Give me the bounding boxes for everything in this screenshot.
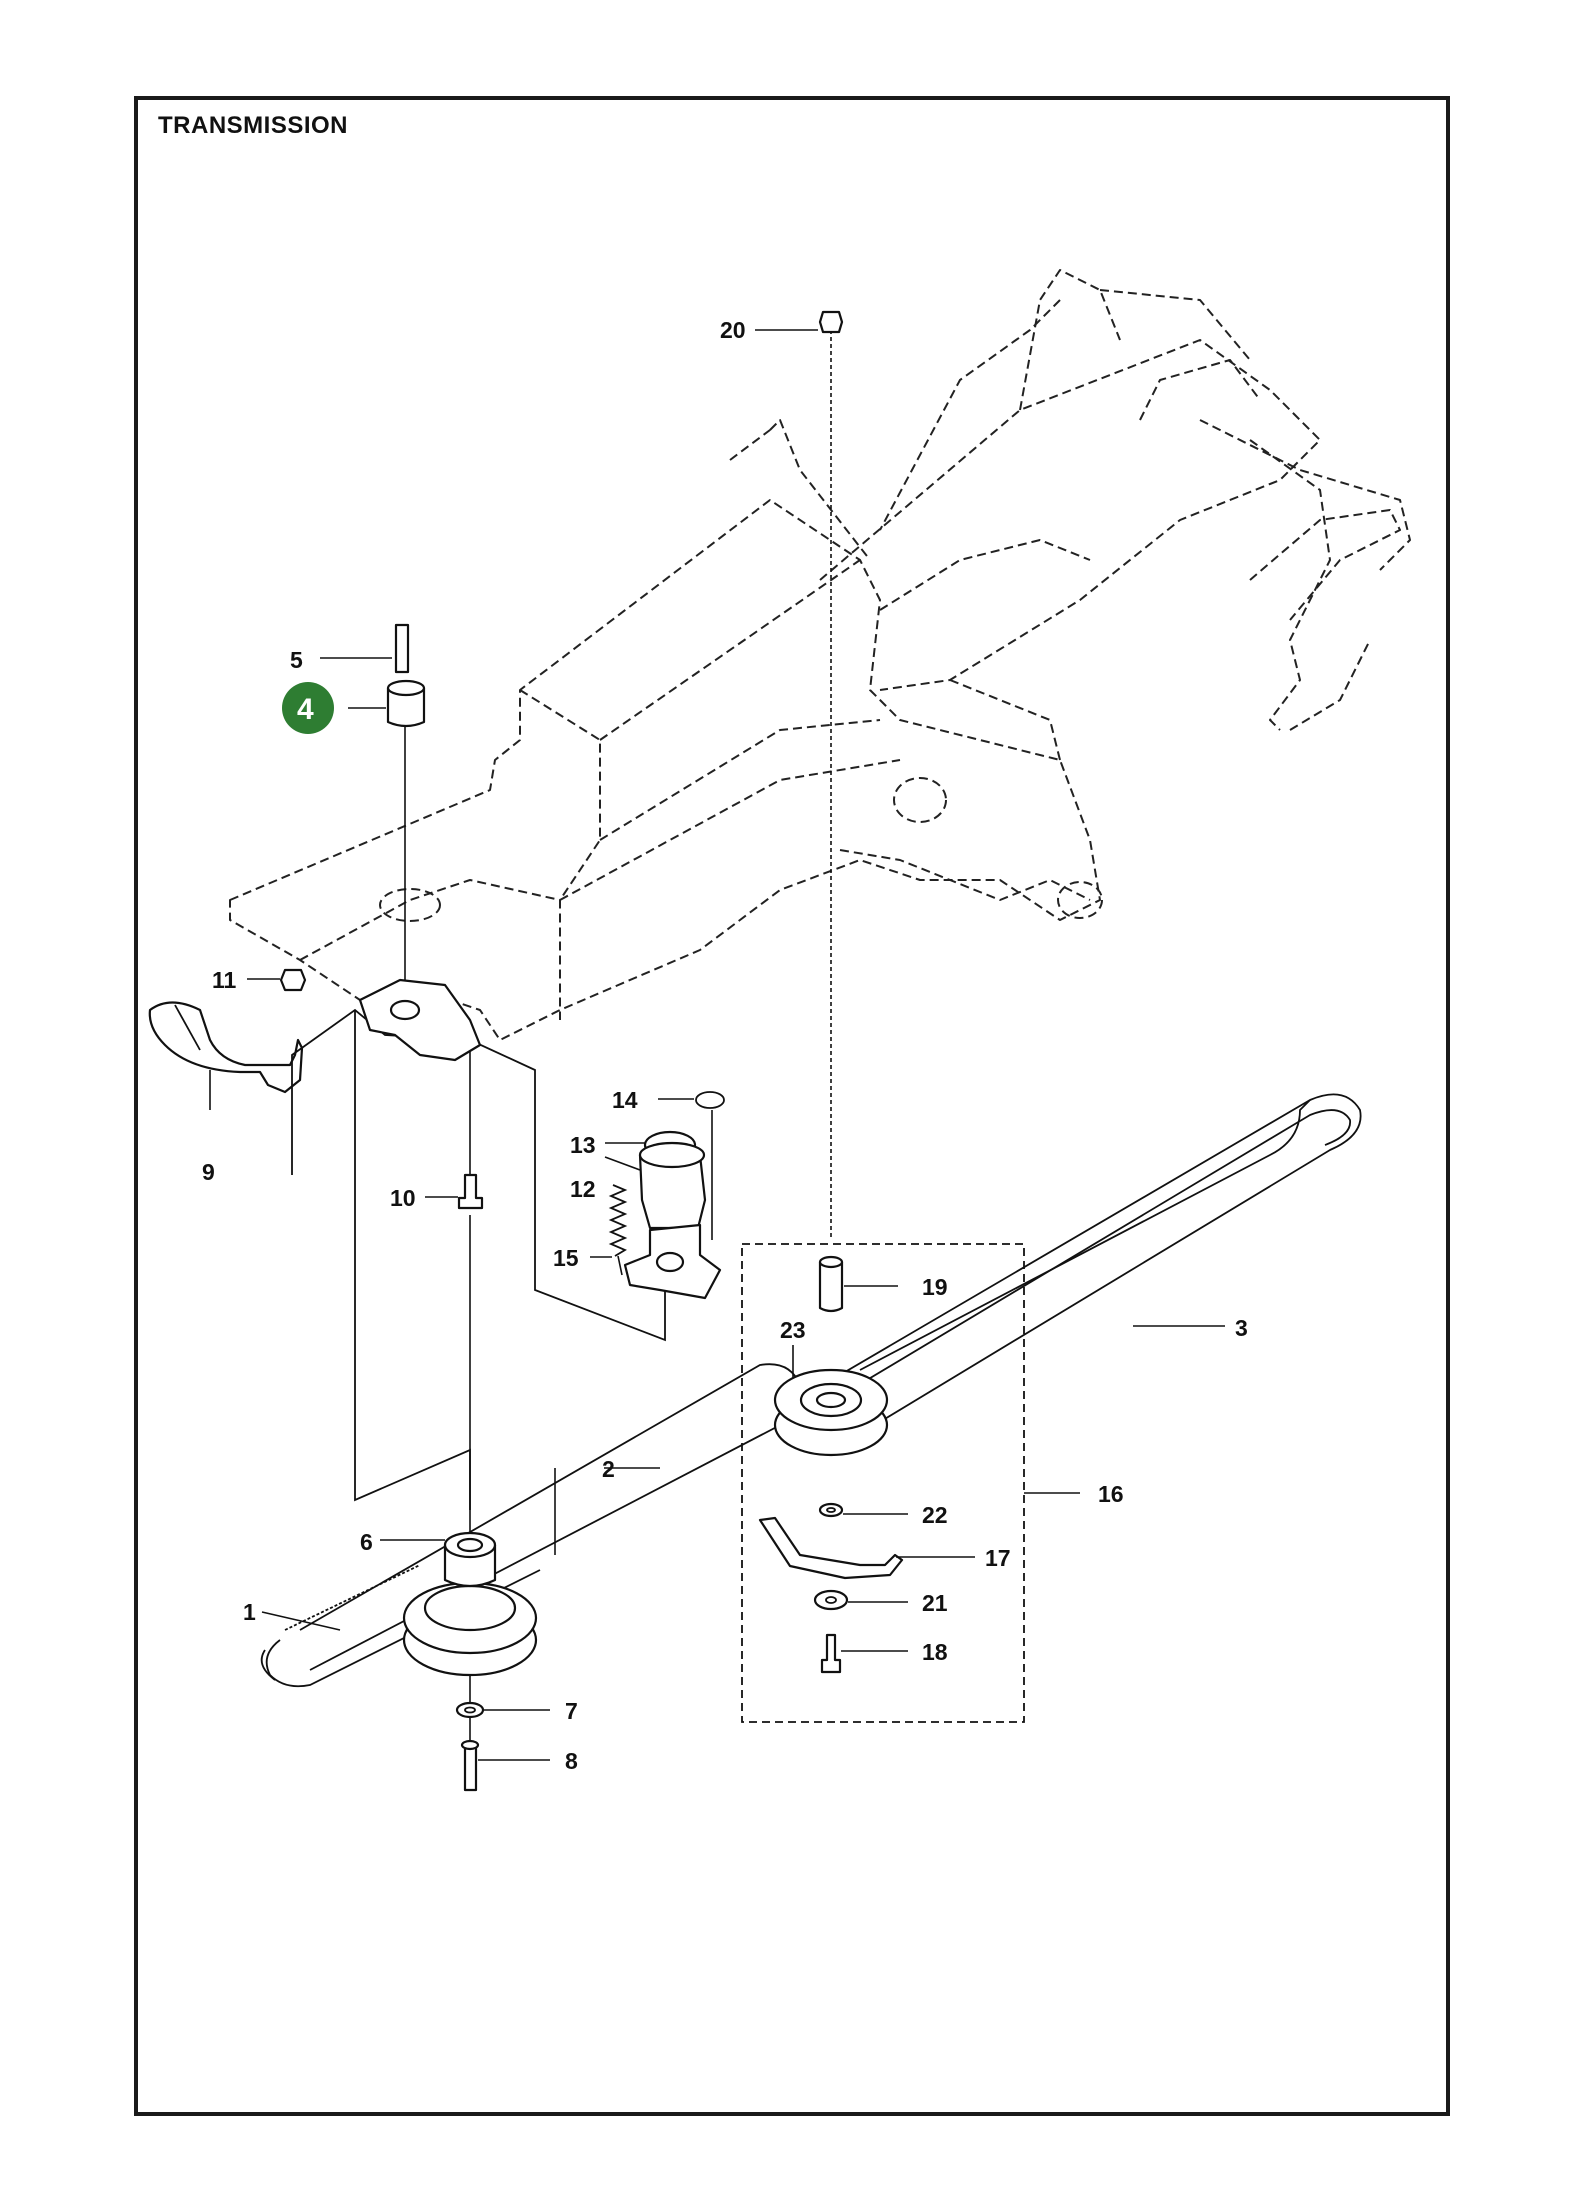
part-19-spacer [818,1255,844,1313]
callout-6: 6 [360,1529,373,1555]
idler-bracket [358,978,482,1062]
callout-4-highlight-circle [282,682,334,734]
callout-23: 23 [780,1317,806,1343]
idler-arm [623,1110,722,1300]
part-17-plate [758,1516,904,1580]
callout-1: 1 [243,1599,256,1625]
callout-18: 18 [922,1639,948,1665]
part-3-belt [779,1093,1362,1441]
part-20-bolt [818,310,844,334]
part-14-ring [695,1091,725,1109]
diagram-frame [134,96,1450,2116]
callout-19: 19 [922,1274,948,1300]
callout-4: 4 [297,693,314,726]
diagram-title: TRANSMISSION [158,112,349,139]
part-16-group-box [741,1243,1025,1723]
part-23-pulley [773,1368,889,1457]
callout-17: 17 [985,1545,1011,1571]
callout-10: 10 [390,1185,416,1211]
callout-12: 12 [570,1176,596,1202]
callout-15: 15 [553,1245,579,1271]
chassis-frame [229,269,1411,1041]
callout-leaders [209,329,1225,1761]
callout-16: 16 [1098,1481,1124,1507]
part-15-spring [608,1184,628,1276]
part-5-pin [394,623,410,674]
callout-labels: 20 5 4 11 9 10 14 13 12 15 19 23 3 16 22… [202,317,1248,1774]
callout-21: 21 [922,1590,948,1616]
callout-8: 8 [565,1748,578,1774]
lever-leader [354,1010,471,1510]
callout-13: 13 [570,1132,596,1158]
callout-20: 20 [720,317,746,343]
part-7-washer [455,1701,485,1719]
part-8-bolt [460,1739,480,1792]
callout-9: 9 [202,1159,215,1185]
callout-22: 22 [922,1502,948,1528]
part-4-bushing [386,679,426,728]
callout-2: 2 [602,1456,615,1482]
part-22-washer [818,1502,844,1518]
callout-11: 11 [212,967,237,993]
part-21-washer [813,1589,849,1611]
callout-14: 14 [612,1087,638,1113]
part-1-pulley [284,1564,538,1677]
callout-3: 3 [1235,1315,1248,1341]
callout-7: 7 [565,1698,578,1724]
part-12-bushing [638,1141,707,1230]
part-10-bolt [457,1173,484,1210]
part-9-bracket [148,1001,304,1094]
part-18-bolt [820,1633,842,1674]
callout-5: 5 [290,647,303,673]
part-6-hub [443,1531,497,1588]
bracket-outline [291,1008,666,1342]
part-11-nut [279,968,307,992]
